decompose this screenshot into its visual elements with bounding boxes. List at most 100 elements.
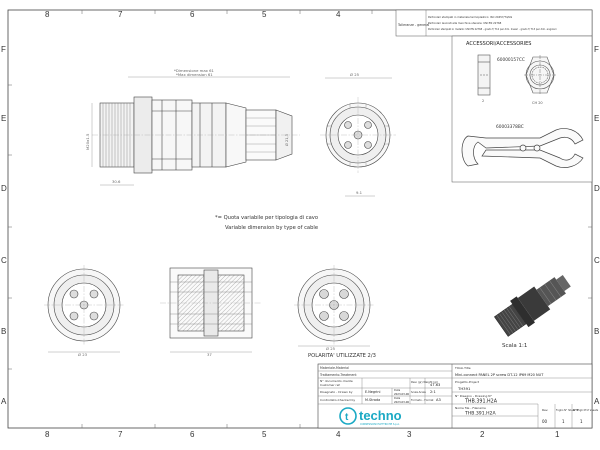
col-label: 3 <box>407 430 412 439</box>
wrench-code: 60003378BC <box>496 124 524 130</box>
length-dim: 30.6 <box>112 179 121 184</box>
logo-letter: t <box>345 412 349 423</box>
row-labels-right: F E D C B A <box>594 45 600 406</box>
row-label: E <box>1 114 6 123</box>
weight-label: Peso (gr) Weight (gr) <box>411 380 438 384</box>
tolerance-note: Particolari stampati in materiale termop… <box>428 15 513 19</box>
nut-ch: CH 20 <box>532 101 543 105</box>
scale-label: Scala-Scale <box>411 390 426 394</box>
row-label: B <box>1 327 6 336</box>
side-view-connector: *Dimensione max 61 *Max dimension 61 M20… <box>85 68 300 186</box>
max-dimension-label: *Dimensione max 61 <box>174 68 215 73</box>
nut-front-view <box>524 55 556 95</box>
techno-logo: t techno CONNESSIONI ELETTRICHE S.p.A. <box>339 407 402 426</box>
format-label: Formato - Format <box>411 398 433 402</box>
row-label: C <box>1 256 7 265</box>
scale-value: 2:1 <box>430 390 436 394</box>
drawing-title: Mini-connect PANEL 2P screw DT-12 IP69 M… <box>455 373 544 377</box>
col-label: 6 <box>190 430 195 439</box>
tolerance-note: Particolari lavorati alla macchina utens… <box>428 21 502 25</box>
front-view-bottom: Ø 25 <box>294 265 374 351</box>
section-length-dim: 37 <box>207 352 212 357</box>
weight-value: 47.63 <box>430 383 440 387</box>
tolerance-block: Tolleranze - general Particolari stampat… <box>395 9 593 37</box>
nut-dim: 2 <box>482 99 484 103</box>
designer-name: E.Negrini <box>365 390 380 394</box>
sheet-label: Foglio N° Sheet N° <box>556 408 580 412</box>
col-label: 8 <box>45 10 50 19</box>
date-label: Data <box>394 388 401 392</box>
row-labels-left: F E D C B A <box>1 45 7 406</box>
col-label: 8 <box>45 430 50 439</box>
date-2: 2023-03-06 <box>394 400 409 404</box>
nut-side-view <box>477 54 491 96</box>
brand-name: techno <box>359 408 402 423</box>
row-label: A <box>1 397 7 406</box>
rev-label: Rev. <box>542 408 548 412</box>
rev-value: 00 <box>542 419 548 424</box>
face-diameter-dim: Ø 25 <box>350 72 360 77</box>
tolerance-label: Tolleranze - general <box>397 23 429 27</box>
wrench-shape <box>461 128 584 168</box>
customer-doc-label: N° documento cliente <box>320 379 353 383</box>
nut-code: 60000157CC <box>497 57 525 63</box>
title-label: Titolo-Title <box>454 366 471 370</box>
customer-doc-label-en: Customer ref. <box>320 383 341 387</box>
designer-label: Disegnato - Drawn by <box>320 390 353 394</box>
rear-diameter-dim: Ø 23 <box>78 352 88 357</box>
front-diameter-dim: Ø 25 <box>326 346 336 351</box>
rear-view: Ø 23 <box>44 265 124 357</box>
row-label: D <box>594 184 600 193</box>
offset-dim: 9.1 <box>356 190 363 195</box>
col-label: 7 <box>118 430 123 439</box>
row-label: F <box>1 45 6 54</box>
checker-name: M.Strada <box>365 398 380 402</box>
col-label: 1 <box>555 430 560 439</box>
sheets-label: N° Fogli N°of sheets <box>573 408 599 412</box>
col-label: 4 <box>336 430 341 439</box>
section-view: 37 <box>160 267 262 357</box>
row-label: A <box>594 397 600 406</box>
col-label: 5 <box>262 430 267 439</box>
project-label: Progetto-Project <box>455 380 480 384</box>
date-1: 2023-03-06 <box>394 392 409 396</box>
scale-note: Scala 1:1 <box>502 343 527 349</box>
tolerance-note: Particolari stampati in metallo: UNI EN … <box>428 28 557 31</box>
brand-sub: CONNESSIONI ELETTRICHE S.p.A. <box>360 423 400 426</box>
material-label: Materiale-Material <box>320 366 349 370</box>
col-label: 2 <box>480 430 485 439</box>
title-block: Materiale-Material Trattamento-Treatment… <box>317 363 599 429</box>
date-label-2: Data <box>394 396 401 400</box>
front-view-face: Ø 25 9.1 <box>320 72 396 197</box>
file-label: Nome file - Filename <box>455 406 486 410</box>
accessories-panel: ACCESSORI/ACCESSORIES 2 60000157CC CH 20… <box>451 35 593 183</box>
drawing-label: N° Disegno - Drawing N° <box>455 394 493 398</box>
sheet-value: 1 <box>562 419 565 424</box>
max-dimension-label-en: *Max dimension 61 <box>176 72 213 77</box>
cable-note-it: *= Quota variabile per tipologia di cavo <box>215 215 318 221</box>
polarity-caption: POLARITA' UTILIZZATE 2/3 <box>308 353 376 359</box>
body-diameter-dim: Ø 21,3 <box>284 134 289 146</box>
row-label: C <box>594 256 600 265</box>
row-label: E <box>594 114 599 123</box>
col-label: 5 <box>262 10 267 19</box>
cable-note-en: Variable dimension by type of cable <box>225 225 318 231</box>
row-label: D <box>1 184 7 193</box>
col-label: 7 <box>118 10 123 19</box>
format-value: A3 <box>436 398 441 402</box>
iso-render: Scala 1:1 <box>494 275 571 349</box>
drawing-number: THB.391.H2A <box>464 399 498 405</box>
accessories-title: ACCESSORI/ACCESSORIES <box>466 41 531 47</box>
treatment-label: Trattamento-Treatment <box>319 373 357 377</box>
col-label: 6 <box>190 10 195 19</box>
row-label: F <box>594 45 599 54</box>
checked-label: Controllato-Checked by <box>320 398 355 402</box>
sheets-value: 1 <box>580 419 583 424</box>
thread-dim: M20x1.5 <box>85 133 90 150</box>
file-name: THB.391.H2A <box>464 411 496 417</box>
col-label: 4 <box>336 10 341 19</box>
project-value: TH391 <box>457 386 471 391</box>
column-labels-bottom: 8 7 6 5 4 3 2 1 <box>45 430 560 439</box>
row-label: B <box>594 327 599 336</box>
